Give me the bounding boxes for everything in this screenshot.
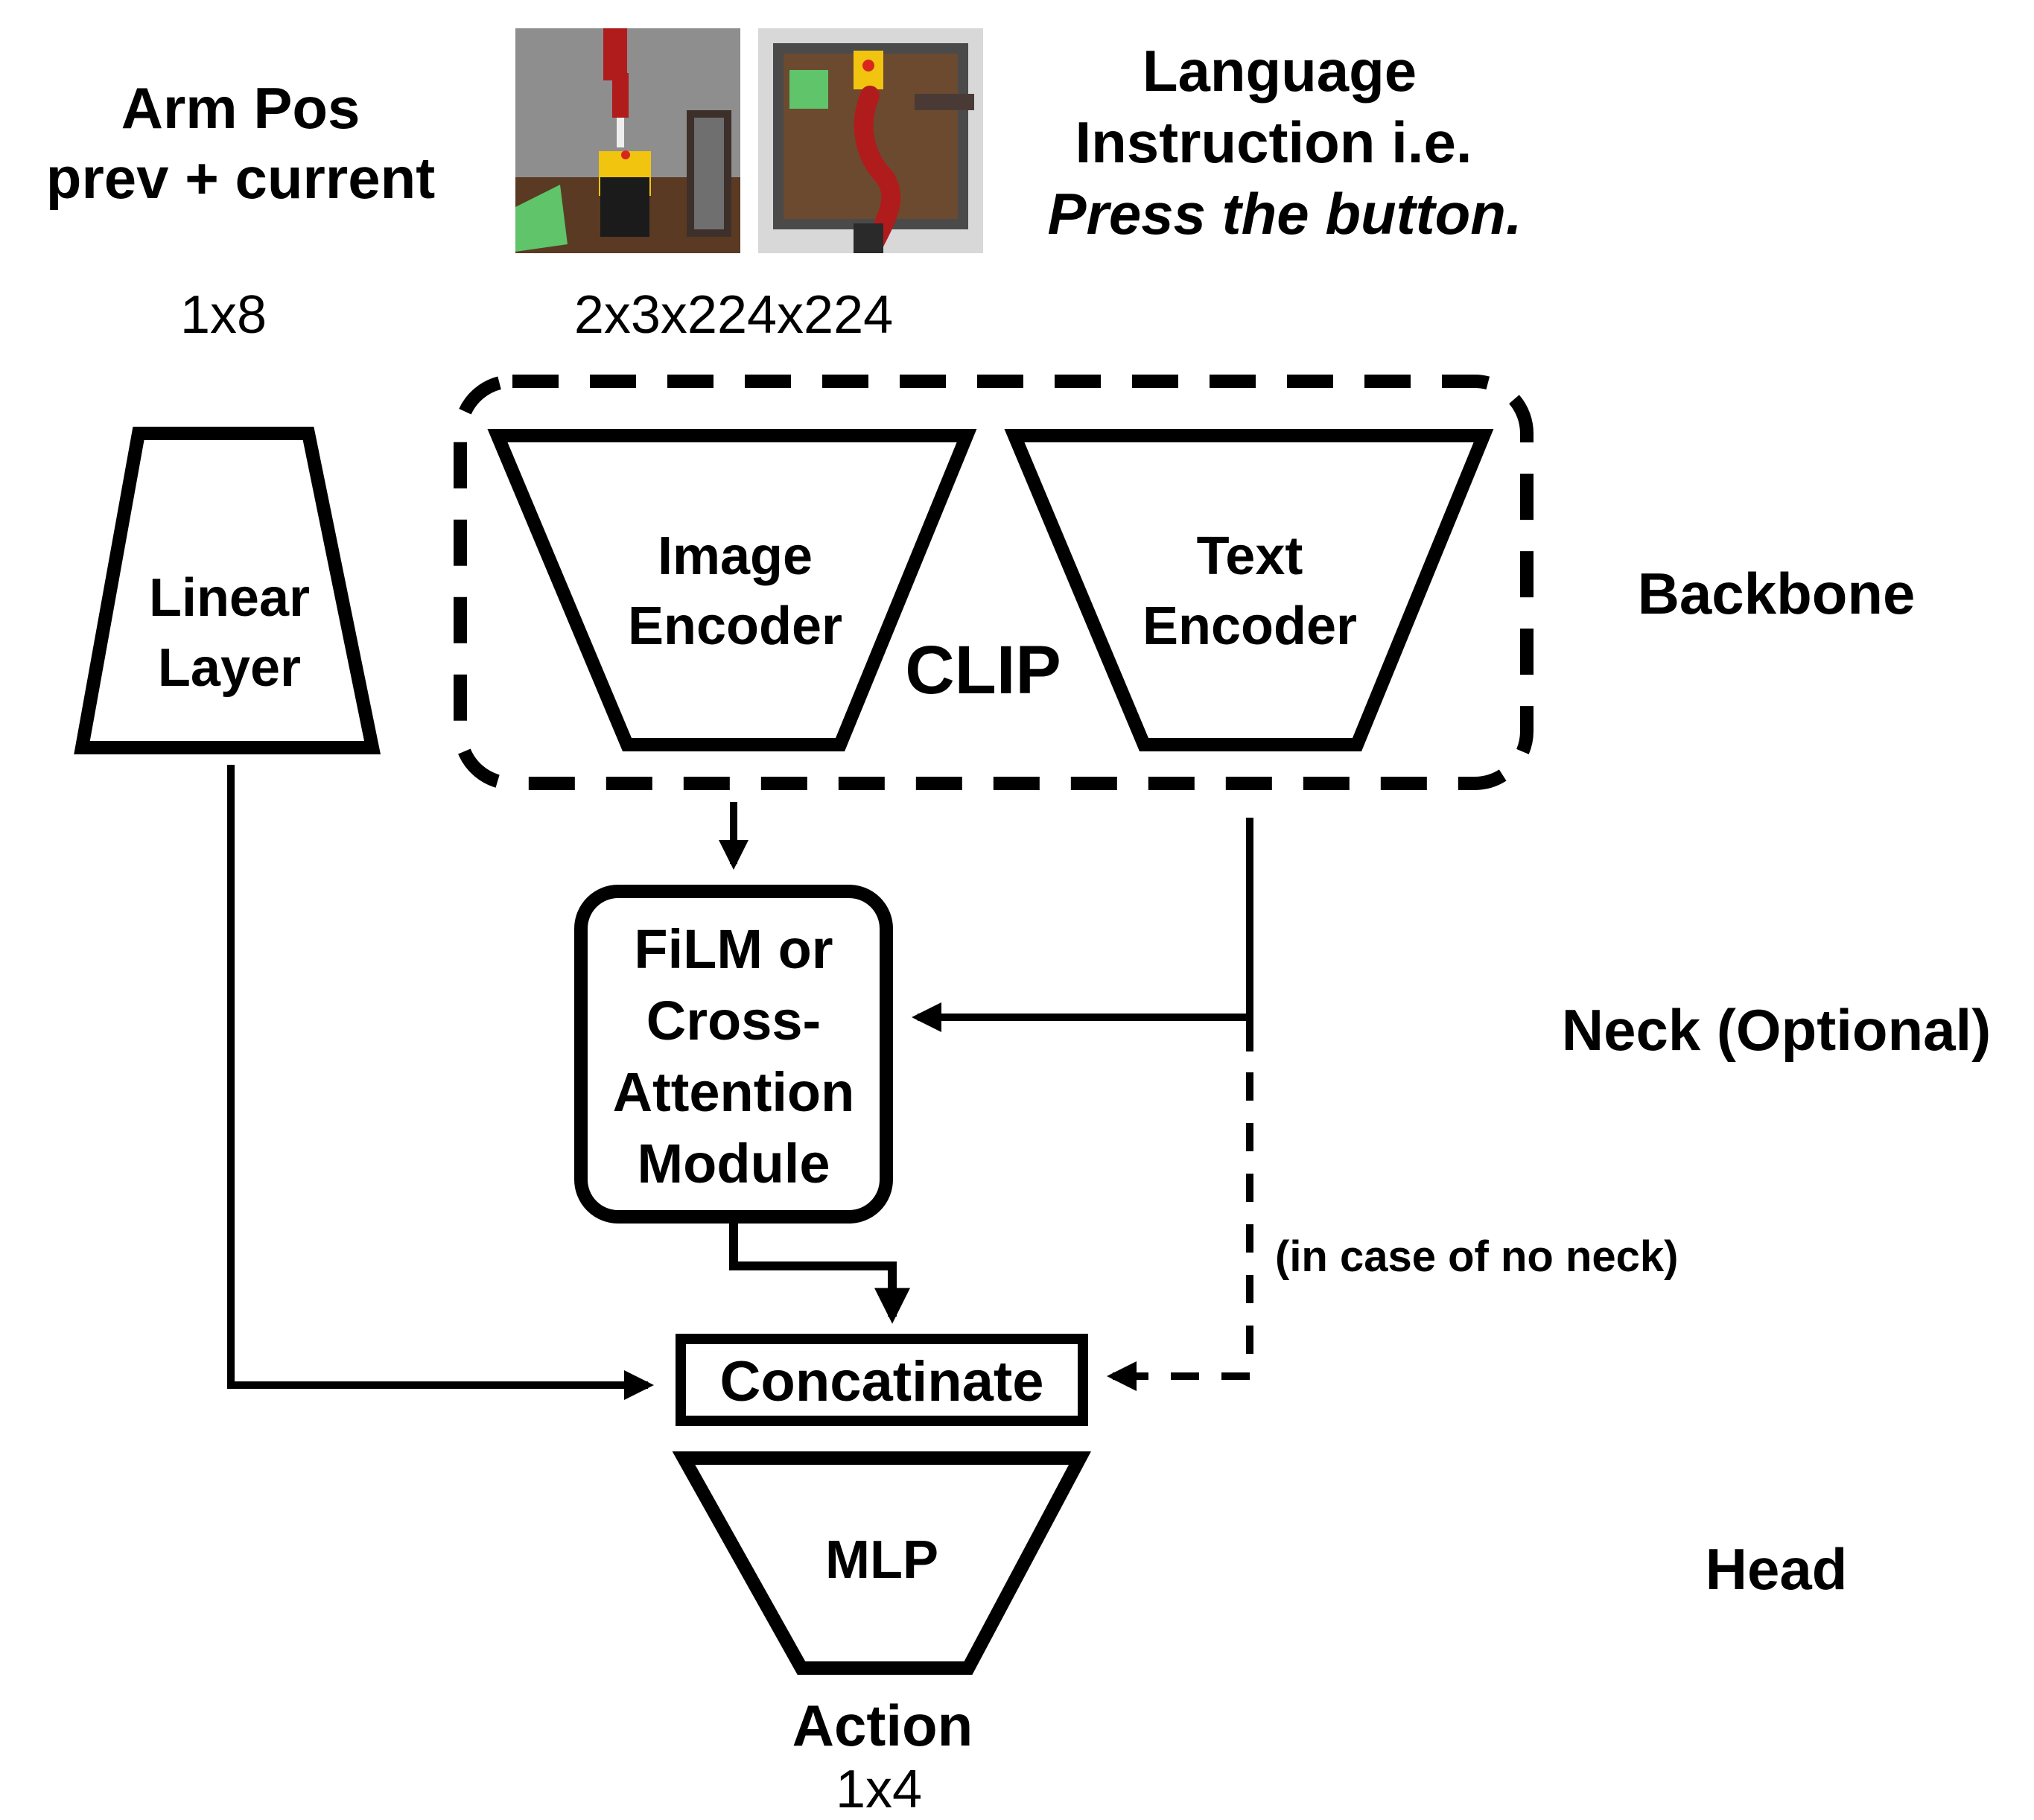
clip-label: CLIP (905, 632, 1061, 708)
linear-layer-label-1: Linear (148, 568, 311, 628)
image-encoder-label-2: Encoder (627, 596, 843, 656)
image-encoder-block (487, 429, 977, 751)
backbone-stage-label: Backbone (1637, 561, 1916, 626)
mlp-label: MLP (825, 1530, 938, 1590)
image-dim: 2x3x224x224 (573, 285, 894, 345)
neck-module-label-2: Cross- (646, 990, 821, 1051)
linear-layer-block (74, 427, 381, 754)
no-neck-annotation: (in case of no neck) (1275, 1232, 1679, 1281)
language-example: Press the button. (1047, 181, 1522, 246)
clip-backbone-container (454, 375, 1534, 790)
language-sublabel: Instruction i.e. (1075, 109, 1472, 175)
neck-module-label-1: FiLM or (634, 918, 833, 980)
neck-module-box (574, 885, 893, 1224)
concat-box (676, 1334, 1088, 1426)
arrow-linear-to-concat (227, 765, 654, 1400)
neck-module-label-3: Attention (612, 1061, 855, 1123)
concat-label: Concatinate (719, 1350, 1044, 1413)
image-encoder-label-1: Image (657, 526, 813, 586)
robot-arm-front-view-image (515, 28, 740, 253)
arm-pos-dim: 1x8 (179, 285, 267, 345)
text-encoder-label-1: Text (1196, 526, 1303, 586)
dashed-no-neck-path (1147, 1072, 1253, 1380)
action-label: Action (792, 1693, 973, 1758)
robot-arm-top-view-image (758, 28, 983, 253)
text-encoder-label-2: Encoder (1142, 596, 1358, 656)
head-stage-label: Head (1705, 1536, 1848, 1602)
text-encoder-block (1004, 429, 1494, 751)
linear-layer-label-2: Layer (157, 638, 302, 698)
arm-pos-label: Arm Pos (121, 75, 360, 141)
language-label: Language (1142, 38, 1417, 104)
mlp-block (672, 1451, 1091, 1675)
arm-pos-sublabel: prev + current (45, 145, 436, 211)
neck-module-label-4: Module (637, 1133, 830, 1194)
arrow-neck-to-concat (729, 1221, 910, 1324)
action-dim: 1x4 (835, 1760, 923, 1819)
neck-stage-label: Neck (Optional) (1561, 997, 1992, 1063)
